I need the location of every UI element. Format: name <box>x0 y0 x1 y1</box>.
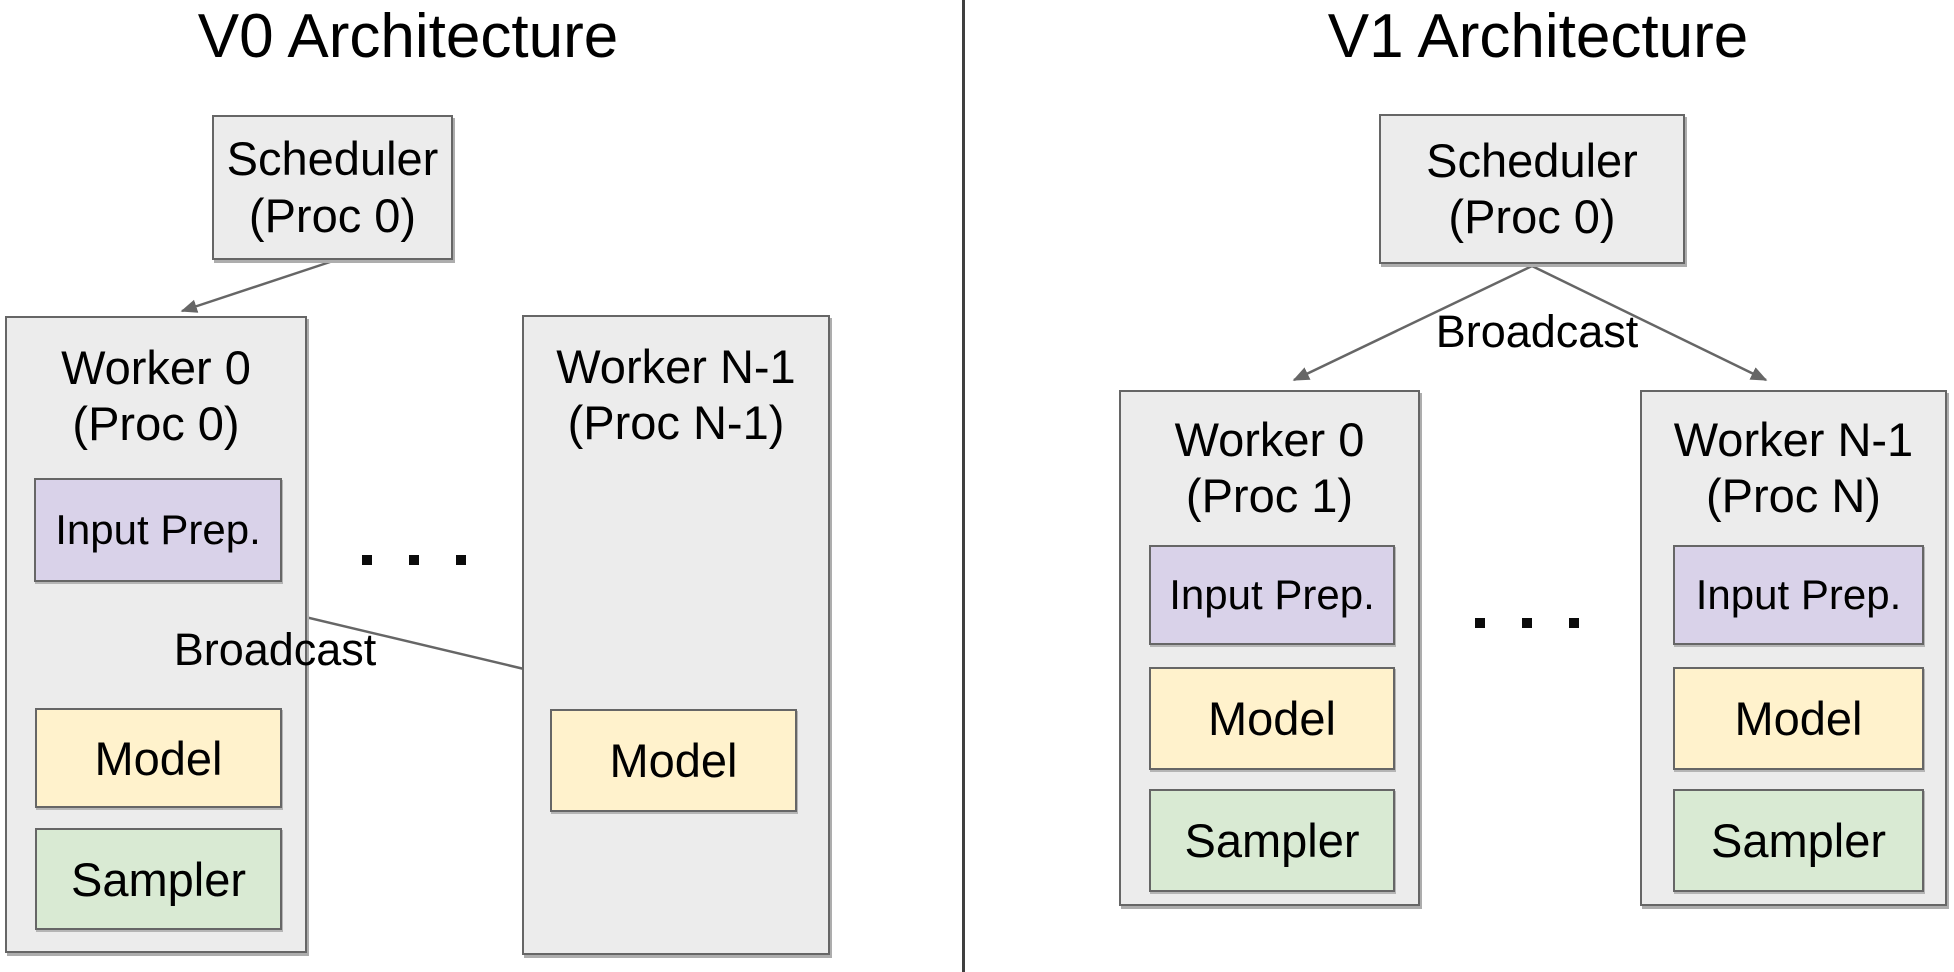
v0-workerN-label: Worker N-1 (Proc N-1) <box>524 339 828 452</box>
dot <box>1569 618 1579 628</box>
v1-workerN-name: Worker N-1 <box>1673 413 1914 466</box>
v0-worker0-input-prep-box: Input Prep. <box>34 478 282 582</box>
v1-scheduler-label: Scheduler <box>1426 133 1638 187</box>
v0-workerN-name: Worker N-1 <box>556 340 796 393</box>
dot <box>1475 618 1485 628</box>
v0-worker0-sampler-box: Sampler <box>35 828 282 930</box>
dot <box>1522 618 1532 628</box>
v0-panel-title: V0 Architecture <box>197 2 619 71</box>
dot <box>456 555 466 565</box>
v1-workerN-input-prep-box: Input Prep. <box>1673 545 1924 645</box>
v0-scheduler-proc: (Proc 0) <box>248 188 417 242</box>
v0-scheduler-box: Scheduler (Proc 0) <box>212 115 453 260</box>
v0-worker0-proc: (Proc 0) <box>72 397 240 451</box>
v1-worker0-proc: (Proc 1) <box>1185 469 1354 523</box>
v1-workerN-model-box: Model <box>1673 667 1924 770</box>
v1-broadcast-label: Broadcast <box>1435 306 1639 357</box>
v1-worker0-name: Worker 0 <box>1174 413 1365 466</box>
v1-worker0-label: Worker 0 (Proc 1) <box>1121 412 1418 525</box>
panel-divider <box>962 0 965 972</box>
v1-panel-title: V1 Architecture <box>1327 2 1749 71</box>
v1-workerN-sampler-box: Sampler <box>1673 789 1924 892</box>
v0-scheduler-label: Scheduler <box>226 132 439 186</box>
v0-worker0-box: Worker 0 (Proc 0) Input Prep. Model Samp… <box>5 316 307 953</box>
dot <box>362 555 372 565</box>
v0-ellipsis-dots <box>362 555 466 565</box>
v0-broadcast-label: Broadcast <box>173 624 377 675</box>
v1-scheduler-box: Scheduler (Proc 0) <box>1379 114 1685 264</box>
v1-worker0-input-prep-box: Input Prep. <box>1149 545 1395 645</box>
v0-worker0-model-box: Model <box>35 708 282 808</box>
arrow-v0-scheduler-to-worker0 <box>180 259 334 313</box>
v0-worker0-name: Worker 0 <box>61 341 251 394</box>
v0-worker0-label: Worker 0 (Proc 0) <box>7 340 305 453</box>
v1-scheduler-proc: (Proc 0) <box>1448 190 1616 243</box>
v0-workerN-model-box: Model <box>550 709 797 812</box>
dot <box>409 555 419 565</box>
v1-ellipsis-dots <box>1475 618 1579 628</box>
v1-worker0-model-box: Model <box>1149 667 1395 770</box>
v1-worker0-sampler-box: Sampler <box>1149 789 1395 892</box>
v1-workerN-label: Worker N-1 (Proc N) <box>1642 412 1945 525</box>
v1-worker0-box: Worker 0 (Proc 1) Input Prep. Model Samp… <box>1119 390 1420 906</box>
v0-workerN-box: Worker N-1 (Proc N-1) Model <box>522 315 830 955</box>
v1-workerN-box: Worker N-1 (Proc N) Input Prep. Model Sa… <box>1640 390 1947 906</box>
v1-workerN-proc: (Proc N) <box>1706 469 1881 523</box>
v0-workerN-proc: (Proc N-1) <box>567 396 785 450</box>
